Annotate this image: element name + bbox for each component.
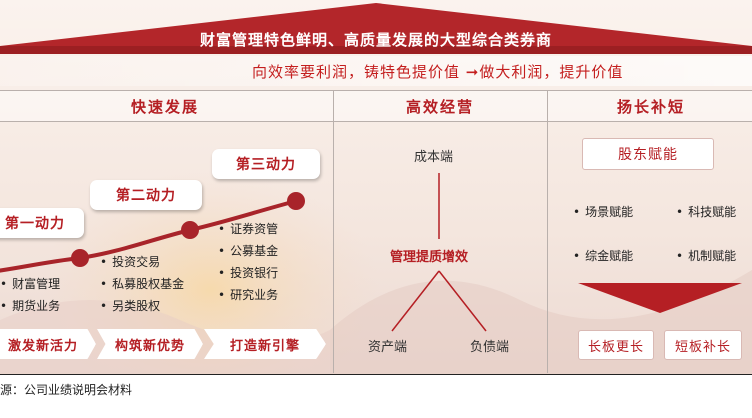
- list-item: 研究业务: [218, 284, 278, 306]
- list-item: 机制赋能: [676, 234, 736, 278]
- phase-first-items: 财富管理 期货业务: [0, 273, 60, 317]
- node-management: 管理提质增效: [390, 246, 468, 265]
- heading-strengths: 扬长补短: [550, 96, 752, 117]
- chevron-second: 构筑新优势: [97, 329, 203, 359]
- milestone-dot-2: [181, 221, 199, 239]
- button-shorter: 短板补长: [664, 330, 742, 360]
- list-item: 私募股权基金: [100, 273, 184, 295]
- source-note: 源：公司业绩说明会材料: [0, 381, 132, 398]
- milestone-dot-1: [71, 249, 89, 267]
- phase-third-items: 证券资管 公募基金 投资银行 研究业务: [218, 218, 278, 306]
- list-item: 投资交易: [100, 251, 184, 273]
- list-item: 综金赋能: [573, 234, 633, 278]
- list-item: 场景赋能: [573, 190, 633, 234]
- divider-1: [333, 91, 334, 373]
- phase-box-first: 第一动力: [0, 208, 84, 238]
- divider-2: [547, 91, 548, 373]
- strengths-right-items: 科技赋能 机制赋能: [676, 190, 736, 278]
- phase-box-third: 第三动力: [212, 149, 320, 179]
- list-item: 科技赋能: [676, 190, 736, 234]
- list-item: 财富管理: [0, 273, 60, 295]
- list-item: 另类股权: [100, 295, 184, 317]
- node-liabilities: 负债端: [470, 336, 509, 355]
- node-cost: 成本端: [414, 146, 453, 165]
- shareholder-box: 股东赋能: [582, 138, 714, 170]
- milestone-dot-3: [287, 192, 305, 210]
- node-assets: 资产端: [368, 336, 407, 355]
- arrow-icon: ➞: [466, 63, 480, 81]
- list-item: 证券资管: [218, 218, 278, 240]
- down-arrow-icon: [578, 283, 748, 315]
- list-item: 期货业务: [0, 295, 60, 317]
- strengths-left-items: 场景赋能 综金赋能: [573, 190, 633, 278]
- phase-box-second: 第二动力: [90, 180, 202, 210]
- list-item: 投资银行: [218, 262, 278, 284]
- list-item: 公募基金: [218, 240, 278, 262]
- heading-efficiency: 高效经营: [336, 96, 544, 117]
- button-longer: 长板更长: [578, 330, 654, 360]
- chevron-third: 打造新引擎: [204, 329, 326, 359]
- phase-second-items: 投资交易 私募股权基金 另类股权: [100, 251, 184, 317]
- chevron-first: 激发新活力: [0, 329, 96, 359]
- slogan-right: 做大利润，提升价值: [479, 63, 623, 81]
